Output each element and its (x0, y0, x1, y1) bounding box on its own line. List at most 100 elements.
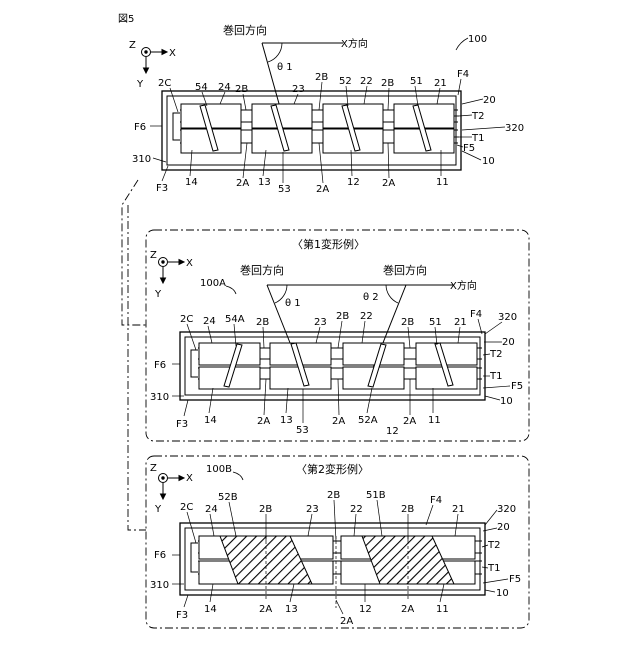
label-54: 54 (195, 82, 208, 93)
axis-indicator (142, 48, 168, 74)
label-51: 51 (410, 76, 423, 87)
case-outer-wall-mod1 (180, 332, 485, 400)
label-t2: T2 (487, 540, 500, 551)
label-2a-mid: 2A (316, 184, 329, 195)
label-t2: T2 (489, 349, 502, 360)
label-12: 12 (359, 604, 372, 615)
ref-100b: 100B (206, 464, 232, 475)
label-10: 10 (482, 156, 495, 167)
label-2a-right: 2A (382, 178, 395, 189)
label-t1: T1 (487, 563, 500, 574)
axis-indicator-mod2 (159, 474, 185, 500)
theta1-label: θ 1 (277, 62, 293, 73)
label-52b: 52B (218, 492, 238, 503)
label-54a: 54A (225, 314, 245, 325)
label-52: 52 (339, 76, 352, 87)
label-2b-left: 2B (256, 317, 269, 328)
label-320: 320 (505, 123, 524, 134)
label-22: 22 (360, 311, 373, 322)
cell-21 (416, 343, 477, 365)
label-f5: F5 (509, 574, 521, 585)
modification-1-panel: 〈第1変形例〉 Z X Y 100A 巻回方向 巻回方向 X方向 θ 1 θ 2 (146, 230, 529, 441)
theta1-label-mod1: θ 1 (285, 298, 301, 309)
label-20: 20 (502, 337, 515, 348)
label-2b-left: 2B (259, 504, 272, 515)
label-f3: F3 (176, 419, 188, 430)
bracket-2c (173, 113, 180, 140)
label-53: 53 (296, 425, 309, 436)
label-2b-right: 2B (401, 504, 414, 515)
label-f4: F4 (470, 309, 482, 320)
label-310: 310 (150, 580, 169, 591)
axis-x-label: X (169, 48, 176, 59)
modification-1-frame (146, 230, 529, 441)
label-2a-mid: 2A (332, 416, 345, 427)
label-11: 11 (436, 177, 449, 188)
label-f6: F6 (154, 550, 166, 561)
cells-main (181, 104, 454, 153)
cell-22 (343, 343, 404, 365)
x-direction-label-mod1: X方向 (450, 279, 477, 292)
label-2b-mid: 2B (336, 311, 349, 322)
axis-z-label: Z (129, 40, 136, 51)
label-11: 11 (436, 604, 449, 615)
label-23: 23 (306, 504, 319, 515)
label-2a-left: 2A (236, 178, 249, 189)
label-2a-right: 2A (401, 604, 414, 615)
label-53: 53 (278, 184, 291, 195)
label-23: 23 (292, 84, 305, 95)
label-2b-mid: 2B (315, 72, 328, 83)
label-f3: F3 (156, 183, 168, 194)
label-2a-left: 2A (259, 604, 272, 615)
label-2b-right: 2B (381, 78, 394, 89)
label-12: 12 (347, 177, 360, 188)
axis-y-label: Y (136, 79, 144, 90)
label-f4: F4 (430, 495, 442, 506)
label-52a: 52A (358, 415, 378, 426)
label-320: 320 (498, 312, 517, 323)
label-320: 320 (497, 504, 516, 515)
label-10: 10 (496, 588, 509, 599)
label-10: 10 (500, 396, 513, 407)
ref-100: 100 (468, 34, 487, 45)
label-13: 13 (280, 415, 293, 426)
label-14: 14 (185, 177, 198, 188)
axis-y-label-mod2: Y (154, 504, 162, 515)
hatched-connectors-mod2 (220, 536, 454, 584)
label-14: 14 (204, 604, 217, 615)
label-24: 24 (203, 316, 216, 327)
winding-direction-label-mod1b: 巻回方向 (383, 263, 427, 277)
axis-y-label-mod1: Y (154, 289, 162, 300)
label-f3: F3 (176, 610, 188, 621)
axis-x-label-mod2: X (186, 473, 193, 484)
label-13: 13 (258, 177, 271, 188)
label-2c: 2C (180, 314, 193, 325)
label-t1: T1 (489, 371, 502, 382)
winding-direction-label: 巻回方向 (223, 23, 267, 37)
axis-z-label-mod2: Z (150, 463, 157, 474)
axis-x-label-mod1: X (186, 258, 193, 269)
label-2a-mid: 2A (340, 616, 353, 627)
label-21: 21 (454, 317, 467, 328)
modification-link-line-2 (128, 205, 146, 530)
theta2-label-mod1: θ 2 (363, 292, 379, 303)
label-t2: T2 (471, 111, 484, 122)
modification-2-panel: 〈第2変形例〉 Z X Y 100B (146, 456, 529, 628)
label-2c: 2C (158, 78, 171, 89)
theta1-arc (268, 43, 282, 62)
label-14: 14 (204, 415, 217, 426)
label-f4: F4 (457, 69, 469, 80)
label-f6: F6 (134, 122, 146, 133)
modification-2-title: 〈第2変形例〉 (296, 462, 369, 476)
label-12: 12 (386, 426, 399, 437)
figure-label: 図5 (118, 13, 134, 25)
label-20: 20 (497, 522, 510, 533)
axis-z-label-mod1: Z (150, 250, 157, 261)
axis-indicator-mod1 (159, 258, 185, 284)
label-24: 24 (218, 82, 231, 93)
label-22: 22 (350, 504, 363, 515)
label-24: 24 (205, 504, 218, 515)
label-f6: F6 (154, 360, 166, 371)
label-2b-left: 2B (235, 84, 248, 95)
label-2a-right: 2A (403, 416, 416, 427)
